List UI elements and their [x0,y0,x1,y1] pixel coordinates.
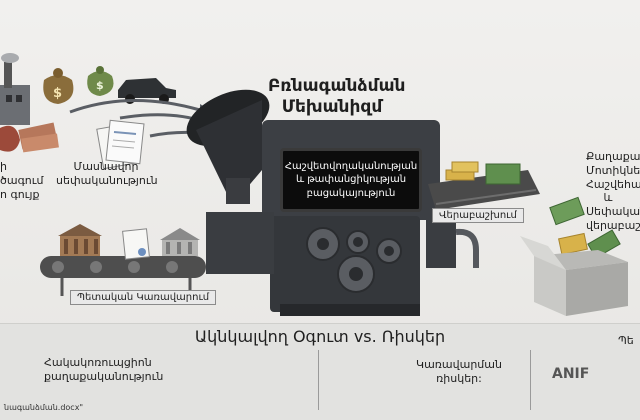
machine-title-line1: Բռնագանձման [268,76,406,96]
policy-line2: քաղաքականություն [44,369,164,383]
personal-property-line2: սեփականություն [56,173,158,187]
private-origin-line2: ո գույք [0,187,40,201]
right-edge-label: Պե [618,334,634,347]
governance-risks-label: Կառավարման ռիսկեր: [414,358,504,386]
svg-text:$: $ [96,79,104,92]
screen-line2: և թափանցիկության [295,174,407,186]
machine-title: Բռնագանձման Մեխանիզմ [268,76,406,119]
benefits-vs-risks-heading: Ակնկալվող Օգուտ vs. Ռիսկեր [194,327,446,346]
personal-property-line1: Մասնավոր [73,160,139,173]
beneficiaries-line2: Մոտիկնե [586,163,640,177]
document-stack-icon [122,228,150,260]
screen-line3: բացակայություն [306,187,396,199]
risks-line1: Կառավարման [416,358,502,371]
money-stack-icon [0,122,59,153]
state-management-tag: Պետական Կառավարում [70,290,217,305]
state-conveyor [40,256,206,296]
anif-label: ANIF [552,366,590,382]
machine-title-line2: Մեխանիզմ [281,97,383,118]
risks-line2: ռիսկեր: [436,371,482,385]
document-stack-icon [96,119,145,170]
government-building-icon [58,224,102,256]
gold-bars-icon [445,161,479,181]
beneficiaries-line6: վերաբաշ [586,218,640,232]
redistribution-tag: Վերաբաշխում [432,208,524,223]
screen-line1: Հաշվետվողականության [284,160,418,172]
section-divider [318,350,319,410]
private-origin-label: ի ծագում ո գույք [0,160,46,201]
funnel-icon [186,89,270,204]
output-conveyor [428,170,540,210]
section-divider-right [530,350,531,410]
beneficiaries-label: Քաղաքակա Մոտիկնե Հաշվեհամ և Սեփական վերա… [586,150,640,233]
cash-bundle-icon [485,163,621,259]
government-building-icon [160,228,200,256]
money-bag-icon: $ [43,68,74,104]
open-box-icon [520,236,628,316]
factory-icon [0,53,30,125]
beneficiaries-line4: և [603,191,613,205]
personal-property-label: Մասնավոր սեփականություն [56,160,158,188]
benefits-vs-risks-panel [0,323,640,420]
beneficiaries-line3: Հաշվեհամ [586,177,640,191]
file-name-label: նագանձման.docx" [4,403,84,412]
private-origin-line1: ի ծագում [0,160,44,187]
gear-icon [306,227,402,293]
beneficiaries-line1: Քաղաքակա [586,150,640,163]
beneficiaries-line5: Սեփական [586,205,640,218]
anti-corruption-policy-label: Հակակոռուպցիոն քաղաքականություն [44,356,164,384]
money-bag-icon: $ [87,66,114,96]
svg-text:$: $ [53,86,62,101]
policy-line1: Հակակոռուպցիոն [44,356,152,369]
machine-screen: Հաշվետվողականության և թափանցիկության բաց… [280,148,422,212]
